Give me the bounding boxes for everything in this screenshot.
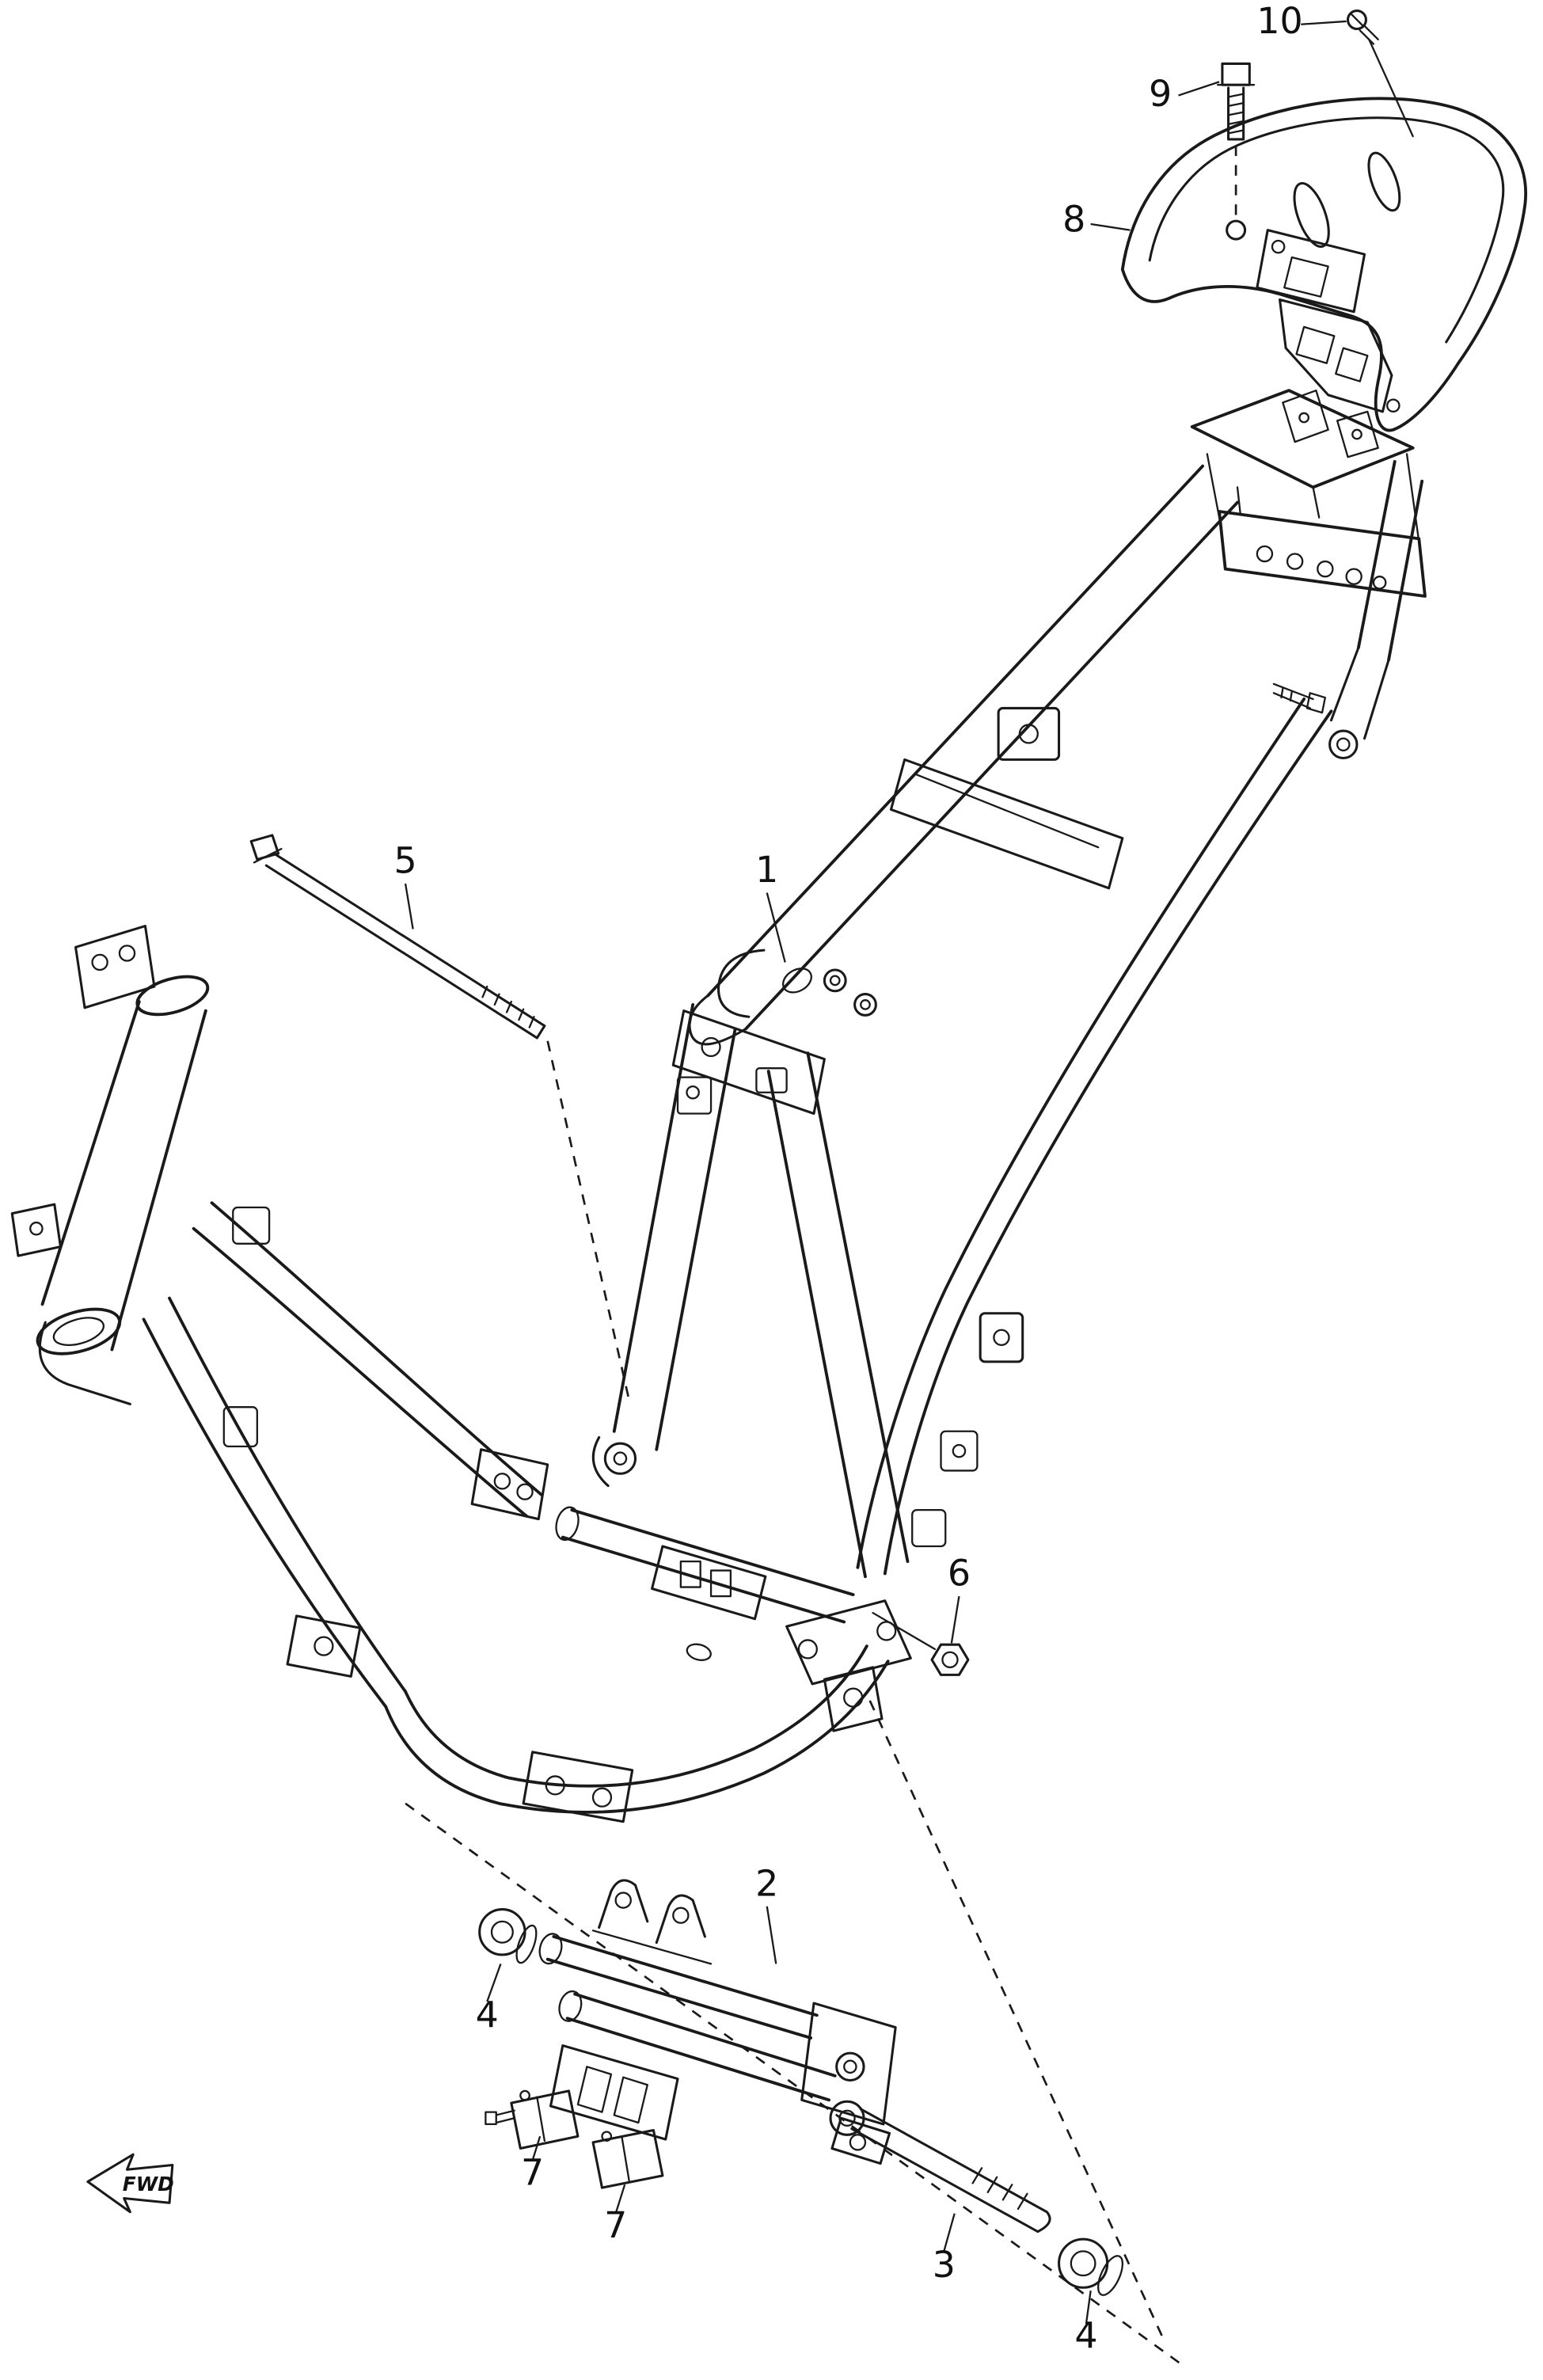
part-label-10: 10	[1256, 0, 1302, 42]
part-label-2: 2	[755, 1861, 778, 1904]
part-label-3: 3	[933, 2243, 956, 2286]
nut-6-drawing	[930, 1643, 970, 1676]
part-label-4-right: 4	[1074, 2314, 1097, 2357]
part-label-6: 6	[948, 1552, 971, 1595]
damper-7-lower	[591, 2129, 664, 2189]
part-label-1: 1	[755, 848, 778, 891]
main-frame-drawing	[10, 389, 1427, 1823]
callout-leaders	[404, 20, 1347, 2325]
bolt-5-insertion-line	[546, 1040, 631, 1401]
part-label-5: 5	[394, 839, 417, 882]
fwd-label: FWD	[123, 2173, 174, 2196]
part-label-7-lower: 7	[604, 2203, 627, 2246]
damper-7-upper	[485, 2089, 580, 2150]
bushing-4-right	[1058, 2237, 1124, 2296]
carrier-bolt-hole	[1226, 219, 1247, 241]
fwd-marker: FWD	[86, 2153, 174, 2214]
part-label-8: 8	[1062, 198, 1085, 241]
part-label-9: 9	[1149, 72, 1172, 115]
bolt-9-drawing	[1217, 62, 1256, 222]
mount-bracket-drawing	[478, 1879, 1124, 2296]
bushing-4-left	[478, 1908, 538, 1964]
screw-10-drawing	[1346, 10, 1414, 138]
rear-carrier-drawing	[1120, 97, 1527, 432]
part-label-4-left: 4	[476, 1994, 499, 2036]
bolt-3-drawing	[829, 2100, 1051, 2234]
callout-numbers: 1 2 3 4 4 5 6 7 7 8 9 10	[394, 0, 1303, 2357]
part-label-7-upper: 7	[521, 2150, 544, 2193]
bolt-5-drawing	[249, 834, 631, 1401]
construction-lines	[405, 1700, 1181, 2364]
